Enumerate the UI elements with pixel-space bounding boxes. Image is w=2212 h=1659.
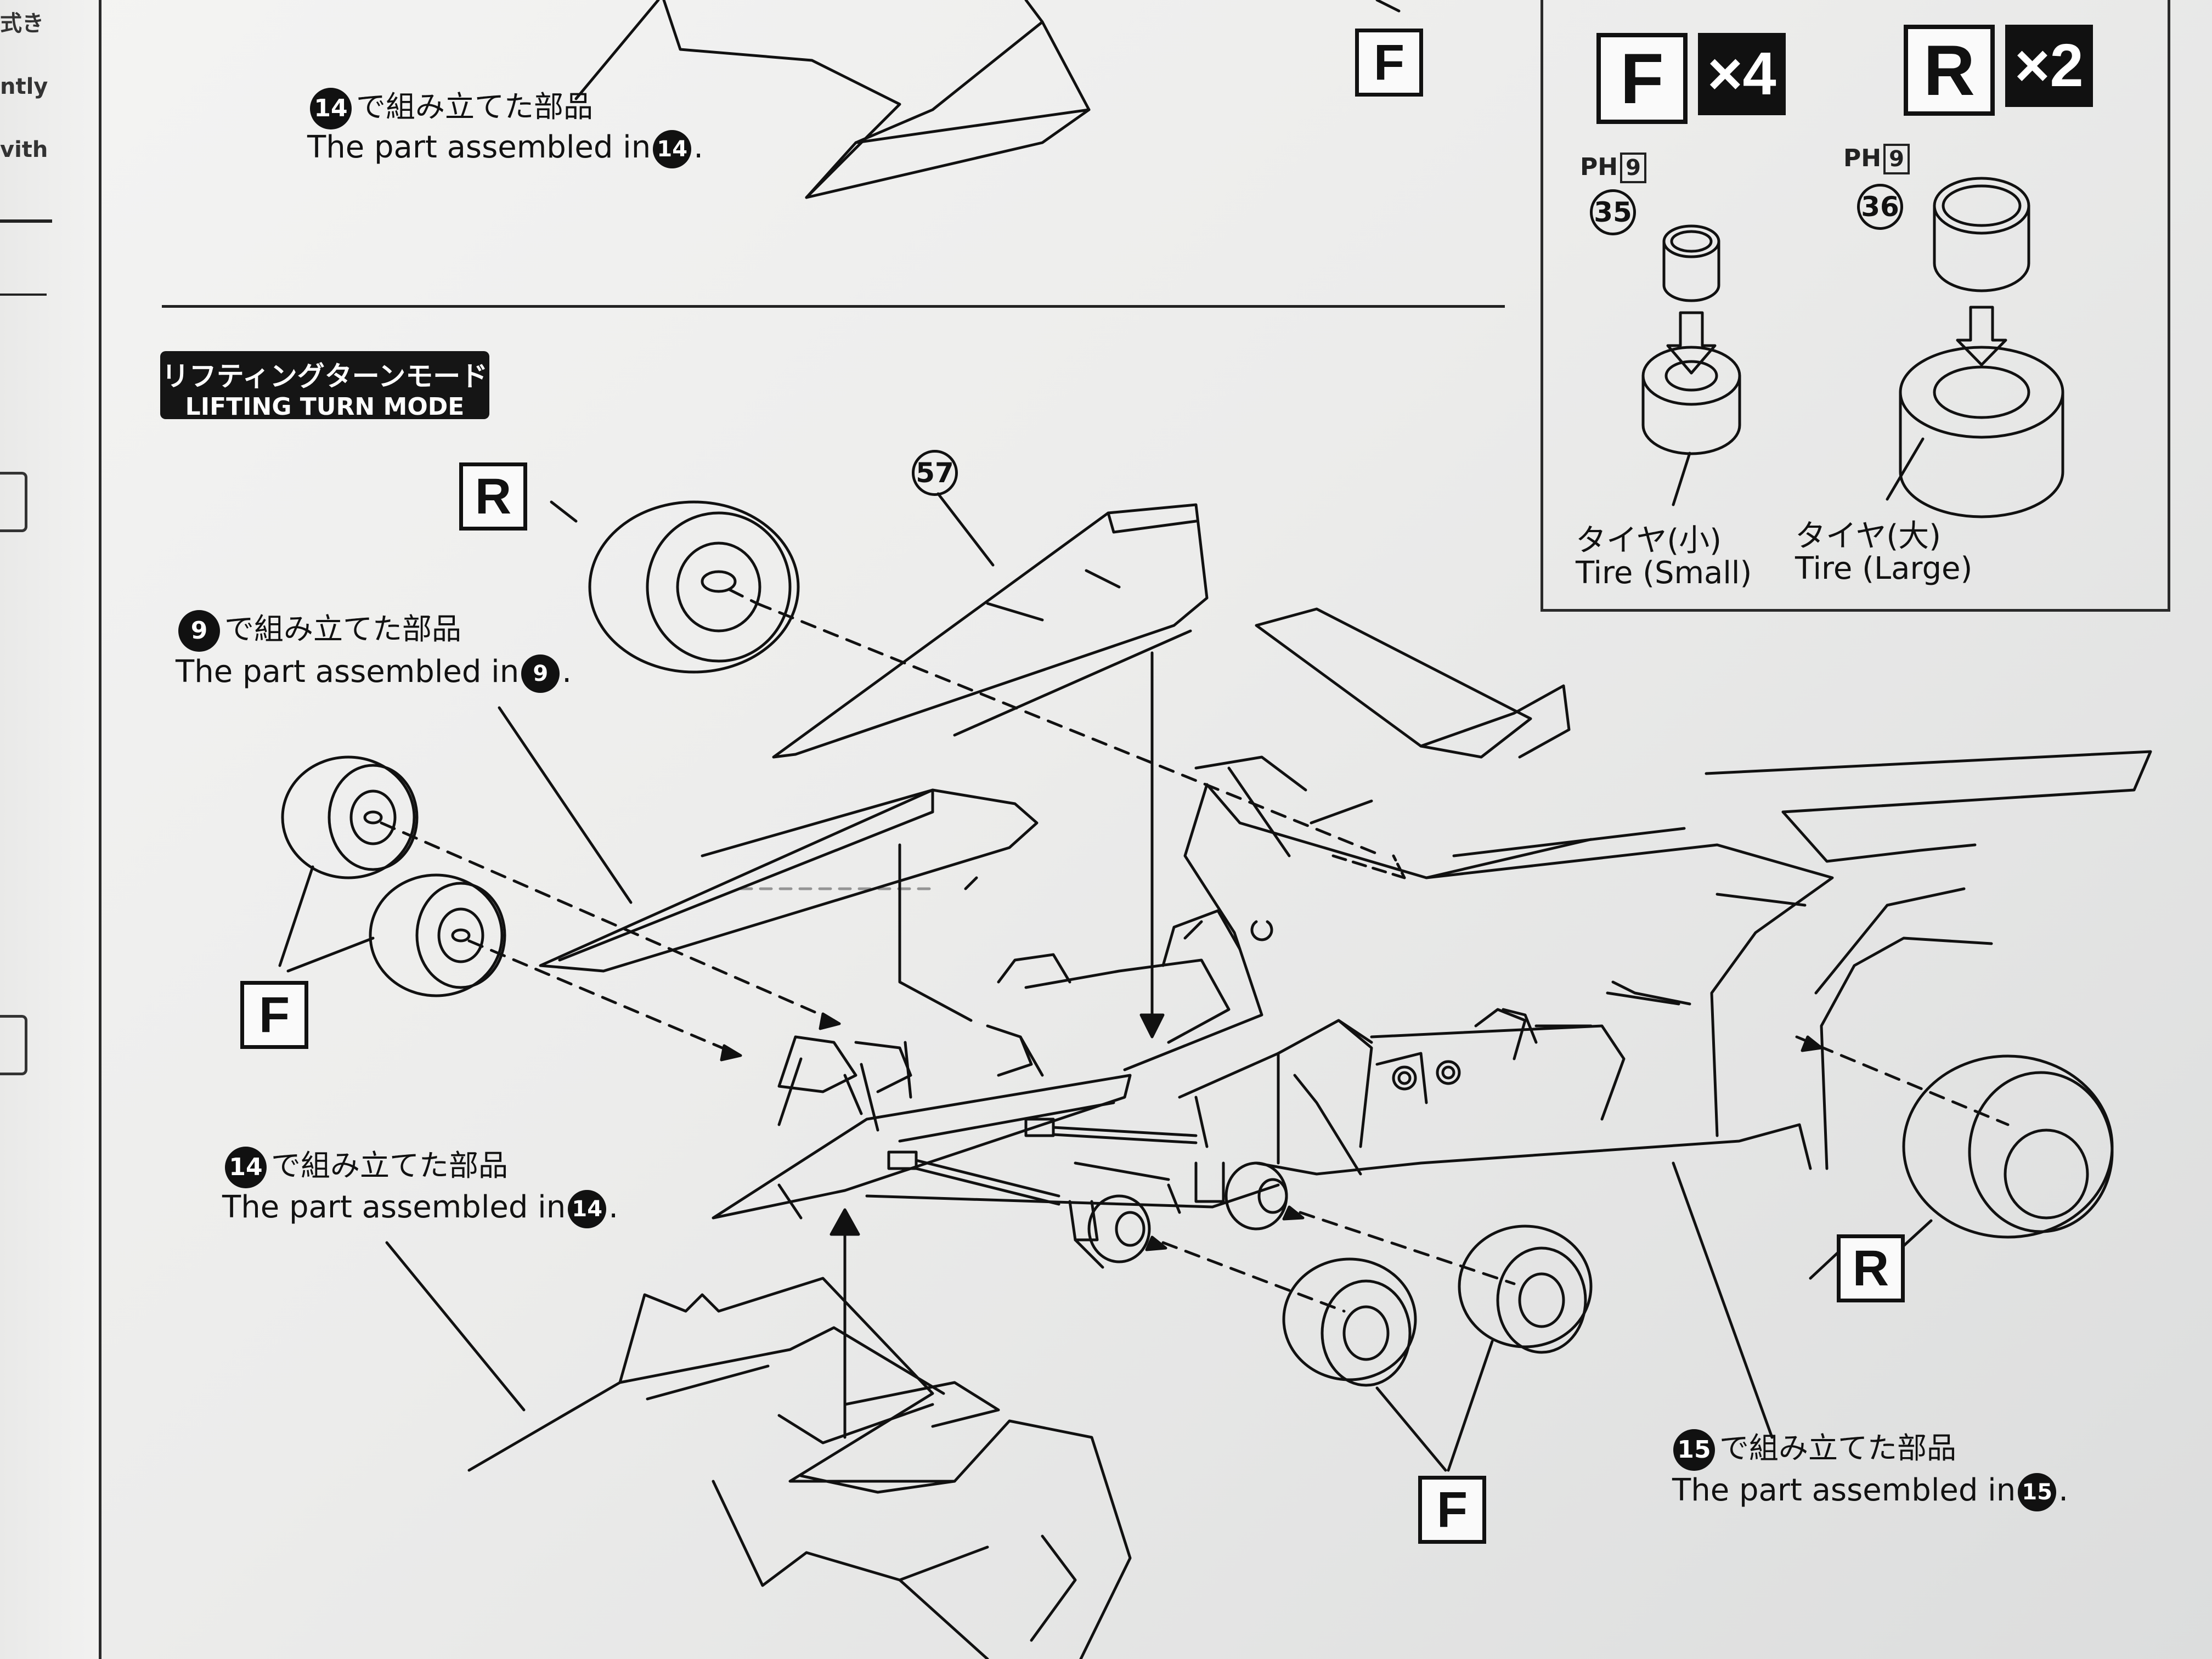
step-15-badge: 15 [1673,1429,1715,1471]
section-divider [162,305,1505,308]
step-9-badge-inline: 9 [521,654,560,693]
top-callout-period: . [693,129,704,165]
callout-9-period: . [562,654,572,690]
legend-front-en: Tire (Small) [1576,555,1752,591]
left-fragment-3: vith [0,137,48,162]
callout-14-en-text: The part assembled in [222,1189,566,1225]
legend-front-count: ×4 [1698,33,1786,115]
legend-front-letter: F [1596,33,1688,124]
left-divider-2 [0,294,47,296]
step-14-badge-top-inline: 14 [653,129,692,168]
part-36-badge: 36 [1857,184,1903,230]
top-callout-en-text: The part assembled in [307,129,651,165]
mode-badge-en: LIFTING TURN MODE [185,393,465,421]
step-14-wing-art [385,1208,1132,1659]
legend-front-ph-text: PH [1580,153,1618,181]
left-divider [0,219,52,223]
mode-badge-jp: リフティングターンモード [161,360,488,392]
legend-rear-ph-text: PH [1843,144,1882,172]
front-label-bottom: F [1418,1476,1486,1544]
rear-tire-top-art [550,500,1384,857]
step-15-badge-inline: 15 [2018,1472,2057,1511]
front-tires-left-art [278,755,841,1062]
step-14-badge-top: 14 [310,88,352,130]
left-box-2 [0,1015,27,1075]
rear-tire-right-art [1795,1035,2114,1252]
left-fragment-2: ntly [0,74,48,99]
part-57-badge: 57 [912,450,958,496]
part-35-badge: 35 [1590,189,1636,235]
left-page-edge: 式き ntly vith [0,0,101,1659]
callout-14-period: . [608,1189,619,1225]
legend-front-jp: タイヤ(小) [1576,523,1722,558]
step-14-badge-inline: 14 [568,1189,607,1228]
legend-rear-jp: タイヤ(大) [1795,518,1942,554]
tire-legend-box [1541,0,2170,612]
callout-15-en-text: The part assembled in [1672,1472,2016,1508]
left-box-1 [0,472,27,532]
left-fragment-1: 式き [0,11,44,36]
callout-9-jp-text: で組み立てた部品 [224,612,461,646]
legend-rear-ph-num: 9 [1883,144,1910,174]
front-label-left: F [240,981,308,1049]
step-9-badge: 9 [178,610,220,652]
callout-15-period: . [2058,1472,2069,1508]
part-57-wing-art [772,492,1209,1039]
callout-15-jp-text: で組み立てた部品 [1719,1431,1956,1465]
previous-step-wing [574,0,1401,199]
top-callout-jp-text: で組み立てた部品 [356,89,593,124]
rear-label-top: R [459,462,527,531]
front-tires-bottom-art [1145,1205,1593,1472]
suspension-parts-art [777,1024,1288,1269]
legend-small-tire-art [1641,224,1741,506]
lifting-turn-mode-badge: リフティングターンモード LIFTING TURN MODE [160,351,489,421]
car-body-art [712,607,2152,1439]
top-f-label: F [1355,29,1423,97]
rear-label-right: R [1837,1234,1905,1302]
step-9-part-art [498,706,1039,1022]
callout-14-jp-text: で組み立てた部品 [271,1148,508,1183]
step-14-badge: 14 [225,1147,267,1189]
legend-front-ph-num: 9 [1620,153,1646,183]
legend-rear-letter: R [1904,25,1995,116]
legend-large-tire-art [1886,177,2064,518]
legend-rear-count: ×2 [2005,25,2093,107]
callout-9-en-text: The part assembled in [176,654,520,690]
legend-rear-en: Tire (Large) [1795,551,1973,586]
